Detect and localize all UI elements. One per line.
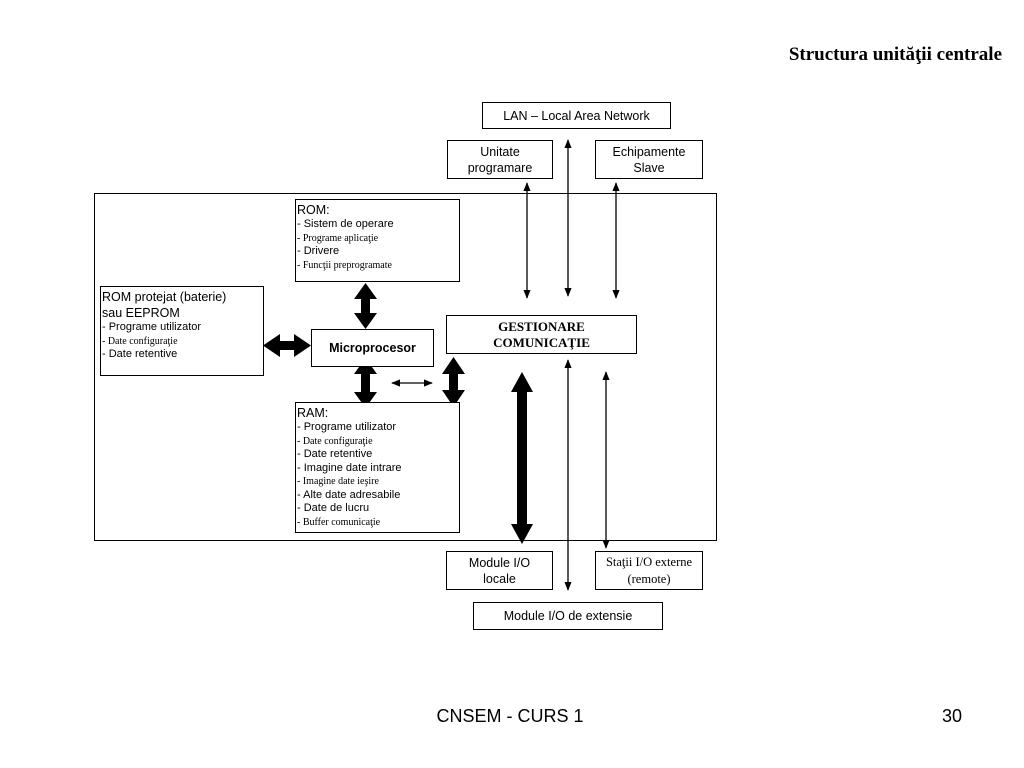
footer-page-number: 30 [941,706,963,726]
bold-arrow-rom-microprocesor [354,283,377,329]
unitate-programare-box: Unitate programare [447,140,553,179]
echipamente-line-2: Slave [633,160,665,175]
module-io-extensie-box: Module I/O de extensie [473,602,663,630]
ram-item-6: - Alte date adresabile [297,488,401,501]
rom-protejat-item-2: - Date configuraţie [102,335,178,347]
bold-arrow-romprotejat-microprocesor [263,334,311,357]
echipamente-line-1: Echipamente [612,144,686,159]
gestionare-line-2: COMUNICAŢIE [493,334,590,350]
statii-line-1: Staţii I/O externe [605,554,693,569]
lan-box: LAN – Local Area Network [482,102,671,129]
rom-box: ROM: - Sistem de operare - Programe apli… [295,199,460,282]
footer-course: CNSEM - CURS 1 [436,706,584,726]
module-extensie-label: Module I/O de extensie [503,609,633,623]
bold-arrow-gestionare-module-locale [511,372,533,544]
module-locale-line-2: locale [483,571,516,586]
ram-item-4: - Imagine date intrare [297,461,402,474]
rom-protejat-box: ROM protejat (baterie) sau EEPROM - Prog… [100,286,264,376]
ram-item-1: - Programe utilizator [297,421,397,433]
ram-item-8: - Buffer comunicaţie [297,516,381,528]
rom-title: ROM: [297,203,330,217]
rom-protejat-title-1: ROM protejat (baterie) [102,290,227,304]
module-io-locale-box: Module I/O locale [446,551,553,590]
ram-box: RAM: - Programe utilizator - Date config… [295,402,460,533]
gestionare-comunicatie-box: GESTIONARE COMUNICAŢIE [446,315,637,354]
unitate-line-2: programare [467,160,533,175]
rom-protejat-title-2: sau EEPROM [102,306,180,320]
rom-item-2: - Programe aplicaţie [297,232,379,244]
ram-item-5: - Imagine date ieşire [297,476,379,487]
module-locale-line-1: Module I/O [468,555,531,570]
statii-io-externe-box: Staţii I/O externe (remote) [595,551,703,590]
microprocesor-label: Microprocesor [329,341,416,355]
ram-item-7: - Date de lucru [297,502,370,514]
lan-label: LAN – Local Area Network [503,108,650,123]
statii-line-2: (remote) [627,571,671,586]
gestionare-line-1: GESTIONARE [498,318,585,334]
bold-arrow-bus-gestionare [442,357,465,407]
rom-item-1: - Sistem de operare [297,218,394,230]
ram-item-3: - Date retentive [297,448,373,460]
ram-item-2: - Date configuraţie [297,435,373,447]
rom-protejat-item-1: - Programe utilizator [102,321,202,333]
ram-title: RAM: [297,406,329,420]
microprocesor-box: Microprocesor [311,329,434,367]
unitate-line-1: Unitate [480,144,520,159]
central-unit-frame [94,193,717,541]
rom-item-3: - Drivere [297,245,340,257]
rom-protejat-item-3: - Date retentive [102,348,178,360]
slide-title: Structura unităţii centrale [788,44,1002,65]
rom-item-4: - Funcţii preprogramate [297,259,392,271]
echipamente-slave-box: Echipamente Slave [595,140,703,179]
